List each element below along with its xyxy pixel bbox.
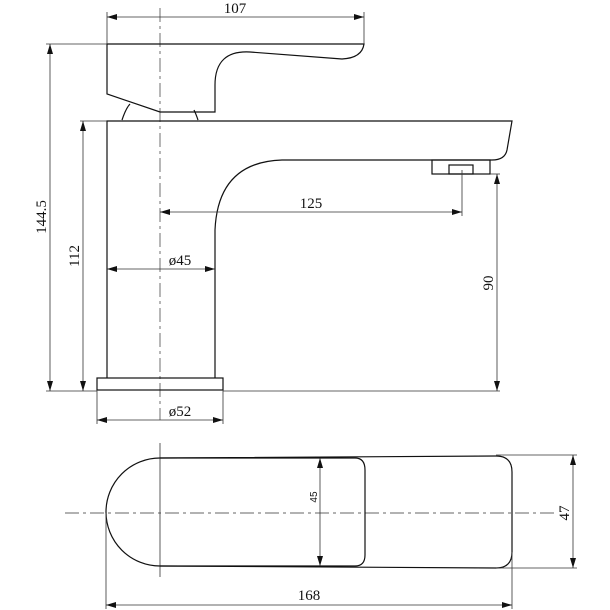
dim-label-handle-width: 45 [309,491,320,503]
body-outline [106,120,513,378]
dim-label-handle-length: 107 [224,1,247,17]
handle-outline [106,43,365,113]
dim-label-spout-height: 90 [481,276,497,291]
aerator-insert [448,164,474,175]
base-plate [96,377,224,391]
dim-label-body-width: 47 [557,505,573,521]
top-view: 45 47 168 [65,443,577,609]
handle-collar-right [193,109,199,121]
aerator [431,159,491,175]
dim-label-base-diameter: ø52 [169,404,192,420]
side-view: 107 144.5 112 125 ø45 90 ø52 [34,1,513,424]
dim-label-total-height: 144.5 [34,200,50,234]
dim-label-spout-reach: 125 [300,196,323,212]
dim-label-body-diameter: ø45 [169,253,192,269]
dim-label-body-height: 112 [67,245,83,267]
handle-collar-left [121,103,131,121]
handle-top-outline [160,457,366,567]
dim-label-total-length: 168 [298,588,321,604]
body-top-outline [105,455,513,569]
